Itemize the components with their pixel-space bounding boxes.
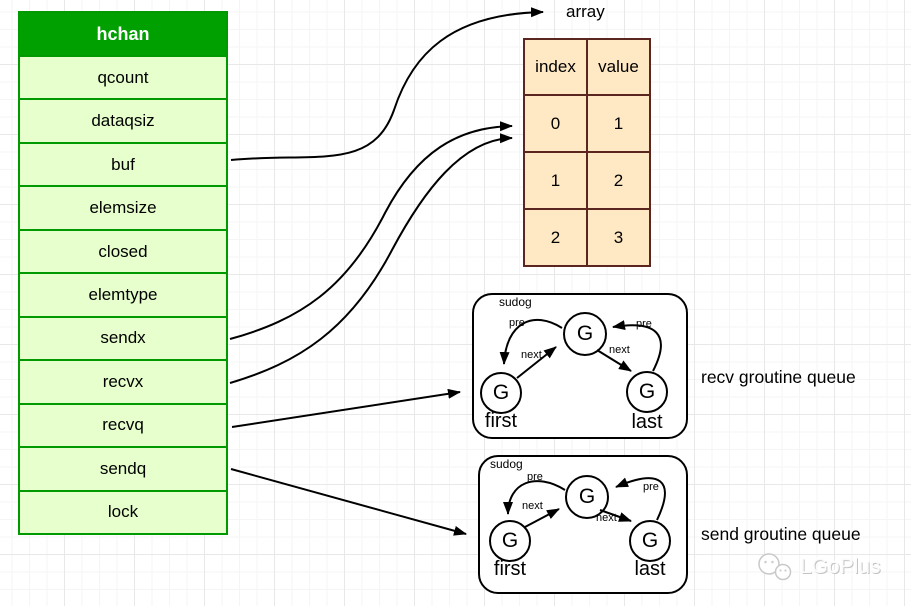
hchan-table: hchan qcount dataqsiz buf elemsize close… <box>18 11 228 535</box>
hchan-row-recvq: recvq <box>20 402 226 447</box>
watermark: LGoPlus <box>756 551 881 583</box>
recv-queue-caption: recv groutine queue <box>701 367 856 387</box>
arrow-recvq-to-recv-queue <box>231 388 461 428</box>
wechat-icon <box>758 553 792 581</box>
recv-queue-last-label: last <box>631 411 663 433</box>
send-queue-last-label: last <box>634 558 666 580</box>
hchan-row-closed: closed <box>20 228 226 273</box>
hchan-row-qcount: qcount <box>20 55 226 99</box>
recv-queue-first-label: first <box>484 410 518 432</box>
array-label: array <box>566 2 605 21</box>
arrow-recvx-to-array-0 <box>229 133 513 384</box>
watermark-text: LGoPlus <box>800 555 881 578</box>
send-queue-node-first: G <box>489 520 531 562</box>
arrow-sendx-to-array-0 <box>229 121 513 340</box>
send-queue-pre-left-label: pre <box>527 471 543 483</box>
array-cell-index-2: 2 <box>524 209 587 266</box>
hchan-row-elemsize: elemsize <box>20 185 226 229</box>
array-cell-index-1: 1 <box>524 152 587 209</box>
send-queue-next-right-label: next <box>596 512 617 524</box>
recv-queue-sudog-label: sudog <box>499 295 532 309</box>
array-header-value: value <box>587 39 650 95</box>
arrow-buf-to-array <box>230 7 544 161</box>
array-cell-value-0: 1 <box>587 95 650 152</box>
hchan-row-lock: lock <box>20 489 226 533</box>
recv-queue-pre-right-label: pre <box>636 318 652 330</box>
arrow-sendq-to-send-queue <box>230 468 467 536</box>
recv-queue-next-left-label: next <box>521 349 542 361</box>
hchan-row-sendq: sendq <box>20 446 226 490</box>
hchan-row-recvx: recvx <box>20 359 226 403</box>
send-queue-sudog-label: sudog <box>490 457 523 471</box>
send-queue-next-left-label: next <box>522 500 543 512</box>
array-cell-value-2: 3 <box>587 209 650 266</box>
send-queue-first-label: first <box>493 558 527 580</box>
hchan-row-sendx: sendx <box>20 315 226 360</box>
array-table: index value 0 1 1 2 2 3 <box>523 38 651 267</box>
recv-queue-node-top: G <box>563 312 607 356</box>
recv-queue-node-first: G <box>480 372 522 414</box>
send-queue-caption: send groutine queue <box>701 524 861 544</box>
hchan-row-buf: buf <box>20 141 226 186</box>
hchan-table-title: hchan <box>20 13 226 55</box>
send-queue-node-last: G <box>629 520 671 562</box>
array-cell-index-0: 0 <box>524 95 587 152</box>
array-header-index: index <box>524 39 587 95</box>
recv-queue-next-right-label: next <box>609 344 630 356</box>
recv-queue-node-last: G <box>626 371 668 413</box>
array-cell-value-1: 2 <box>587 152 650 209</box>
hchan-row-elemtype: elemtype <box>20 272 226 316</box>
send-queue-pre-right-label: pre <box>643 481 659 493</box>
hchan-row-dataqsiz: dataqsiz <box>20 98 226 142</box>
recv-queue-pre-left-label: pre <box>509 317 525 329</box>
